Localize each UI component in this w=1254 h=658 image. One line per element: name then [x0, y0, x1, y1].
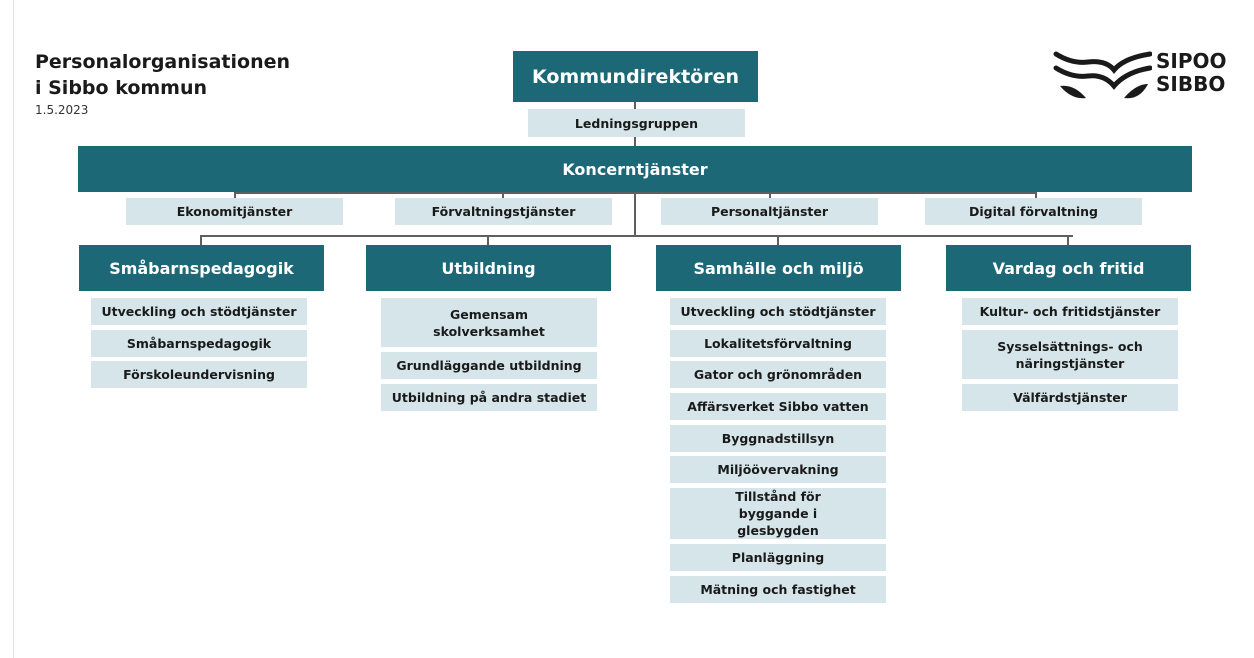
division-unit-box: Planläggning — [670, 544, 886, 571]
title-block: Personalorganisationen i Sibbo kommun 1.… — [35, 49, 290, 117]
division-unit-box: Välfärdstjänster — [962, 384, 1178, 411]
page-border — [13, 0, 14, 658]
division-unit-box: Småbarnspedagogik — [91, 330, 307, 357]
group-unit-box: Digital förvaltning — [925, 198, 1142, 225]
connector-group-units-bar — [234, 192, 1037, 194]
connector-division-1 — [200, 235, 202, 245]
division-unit-box: Affärsverket Sibbo vatten — [670, 393, 886, 420]
division-unit-box: Utbildning på andra stadiet — [381, 384, 597, 411]
division-unit-box: Miljöövervakning — [670, 456, 886, 483]
director-box: Kommundirektören — [513, 51, 758, 102]
group-unit-box: Ekonomitjänster — [126, 198, 343, 225]
group-unit-box: Förvaltningstjänster — [395, 198, 612, 225]
connector-unit-4 — [1035, 192, 1037, 198]
division-header: Samhälle och miljö — [656, 245, 901, 291]
connector-unit-1 — [234, 192, 236, 198]
division-unit-box: Gator och grönområden — [670, 361, 886, 388]
logo-text: SIPOO SIBBO — [1156, 50, 1227, 96]
division-unit-box: Gemensam skolverksamhet — [381, 298, 597, 347]
connector-division-2 — [487, 235, 489, 245]
division-unit-box: Lokalitetsförvaltning — [670, 330, 886, 357]
page-subtitle: i Sibbo kommun — [35, 77, 208, 99]
division-unit-box: Utveckling och stödtjänster — [670, 298, 886, 325]
division-header: Småbarnspedagogik — [79, 245, 324, 291]
division-unit-box: Förskoleundervisning — [91, 361, 307, 388]
wave-leaf-icon — [1053, 51, 1152, 99]
division-unit-box: Sysselsättnings- och näringstjänster — [962, 330, 1178, 379]
logo-line-sipoo: SIPOO — [1156, 49, 1227, 73]
management-group-box: Ledningsgruppen — [528, 109, 745, 137]
date-label: 1.5.2023 — [35, 103, 89, 117]
division-unit-box: Grundläggande utbildning — [381, 352, 597, 379]
division-unit-box: Tillstånd för byggande i glesbygden — [670, 488, 886, 539]
connector-divisions-bar — [200, 235, 1073, 237]
sipoo-sibbo-logo: SIPOO SIBBO — [1052, 48, 1242, 104]
connector-unit-3 — [769, 192, 771, 198]
division-header: Utbildning — [366, 245, 611, 291]
page-title: Personalorganisationen — [35, 51, 291, 73]
group-unit-box: Personaltjänster — [661, 198, 878, 225]
group-services-bar: Koncerntjänster — [78, 146, 1192, 192]
connector-group-trunk — [634, 192, 636, 236]
connector-unit-2 — [502, 192, 504, 198]
division-unit-box: Utveckling och stödtjänster — [91, 298, 307, 325]
division-unit-box: Mätning och fastighet — [670, 576, 886, 603]
connector-division-4 — [1067, 235, 1069, 245]
division-unit-box: Byggnadstillsyn — [670, 425, 886, 452]
logo-line-sibbo: SIBBO — [1156, 72, 1226, 96]
division-unit-box: Kultur- och fritidstjänster — [962, 298, 1178, 325]
connector-division-3 — [777, 235, 779, 245]
division-header: Vardag och fritid — [946, 245, 1191, 291]
